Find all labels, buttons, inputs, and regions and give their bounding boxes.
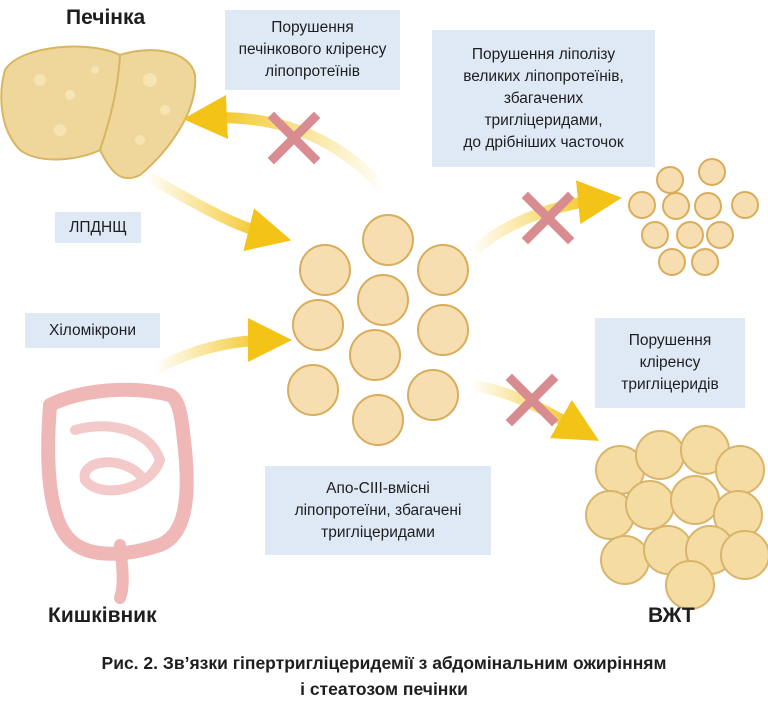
label-vldl: ЛПДНЩ [55,212,141,243]
liver-illustration [0,45,197,180]
adipocyte [720,530,768,580]
label-apo-c3: Апо-CIII-вмісні ліпопротеїни, збагачені … [265,466,491,555]
small-lipoprotein-particle [676,221,704,249]
large-lipoprotein-particle [292,299,344,351]
caption-line-1: Рис. 2. Зв’язки гіпертригліцеридемії з а… [101,653,667,673]
adipocyte [715,445,765,495]
large-lipoprotein-particle [299,244,351,296]
adipocyte [625,480,675,530]
large-lipoprotein-particle [417,244,469,296]
label-liver-clearance: Порушення печінкового кліренсу ліпопроте… [225,10,400,90]
small-lipoprotein-particle [641,221,669,249]
small-lipoprotein-particle [662,192,690,220]
arrow-intestine-to-cluster [149,318,292,376]
small-lipoprotein-particle [731,191,759,219]
label-chylomicrons: Хіломікрони [25,313,160,348]
organ-label-liver: Печінка [66,6,146,29]
adipocyte [635,430,685,480]
small-lipoprotein-particle [698,158,726,186]
large-lipoprotein-particle [357,274,409,326]
block-x-icons [267,111,575,427]
adipocyte [600,535,650,585]
organ-label-adipose: ВЖТ [648,604,695,627]
block-x-icon [505,373,559,427]
small-lipoprotein-particle [706,221,734,249]
block-x-icon [521,191,575,245]
arrow-liver-to-cluster [139,169,292,251]
figure-caption: Рис. 2. Зв’язки гіпертригліцеридемії з а… [0,650,768,702]
large-lipoprotein-particle [352,394,404,446]
small-lipoprotein-particle [694,192,722,220]
small-lipoprotein-particle [691,248,719,276]
adipocyte [665,560,715,610]
adipose-tissue-illustration [585,425,768,610]
label-lipolysis: Порушення ліполізу великих ліпопротеїнів… [432,30,655,167]
intestine-illustration [41,382,194,604]
large-lipoprotein-particle [417,304,469,356]
arrow-to-liver [183,95,391,196]
block-x-icon [267,111,321,165]
small-lipoprotein-particle [658,248,686,276]
arrow-to-small-particles [464,180,622,261]
label-tg-clearance: Порушення кліренсу тригліцеридів [595,318,745,408]
large-lipoprotein-particle [349,329,401,381]
organ-label-intestine: Кишківник [48,604,157,627]
small-lipoprotein-particle [628,191,656,219]
large-lipoprotein-particle [362,214,414,266]
small-lipoprotein-particle [656,166,684,194]
large-lipoprotein-particle [287,364,339,416]
caption-line-2: і стеатозом печінки [300,679,468,699]
adipocyte [670,475,720,525]
large-lipoprotein-particle [407,369,459,421]
